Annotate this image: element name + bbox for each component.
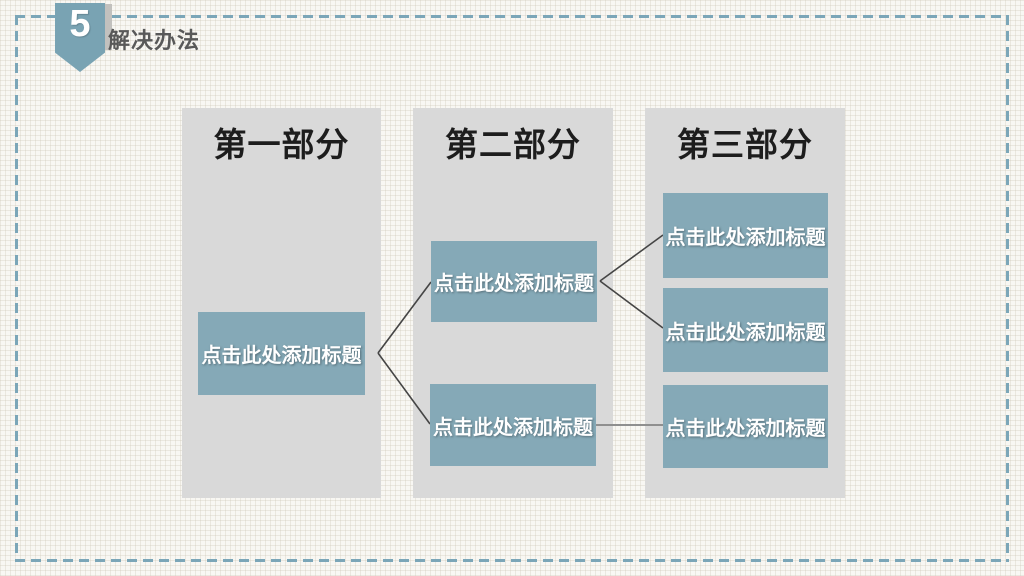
placeholder-box-col2-2[interactable]: 点击此处添加标题 [430,384,596,466]
placeholder-box-col3-1[interactable]: 点击此处添加标题 [663,193,828,278]
dashed-frame-right [1006,15,1009,562]
slide-title: 解决办法 [108,28,201,53]
placeholder-box-col1-1[interactable]: 点击此处添加标题 [198,312,365,395]
placeholder-label: 点击此处添加标题 [665,321,826,344]
dashed-frame-top [15,15,1009,18]
slide-number-badge: 5 [55,3,105,72]
placeholder-box-col2-1[interactable]: 点击此处添加标题 [431,241,597,322]
section-header-2: 第二部分 [445,126,581,163]
placeholder-label: 点击此处添加标题 [201,345,362,367]
placeholder-label: 点击此处添加标题 [434,273,594,295]
dashed-frame-bottom [15,559,1009,562]
section-header-3: 第三部分 [677,126,813,163]
section-header-1: 第一部分 [213,126,350,163]
placeholder-label: 点击此处添加标题 [665,418,826,440]
placeholder-label: 点击此处添加标题 [433,416,593,439]
placeholder-label: 点击此处添加标题 [665,227,826,249]
placeholder-box-col3-3[interactable]: 点击此处添加标题 [663,385,828,468]
placeholder-box-col3-2[interactable]: 点击此处添加标题 [663,288,828,372]
section-panel-1: 第一部分 [182,108,381,498]
dashed-frame-left [15,15,18,562]
slide-number: 5 [69,3,91,45]
